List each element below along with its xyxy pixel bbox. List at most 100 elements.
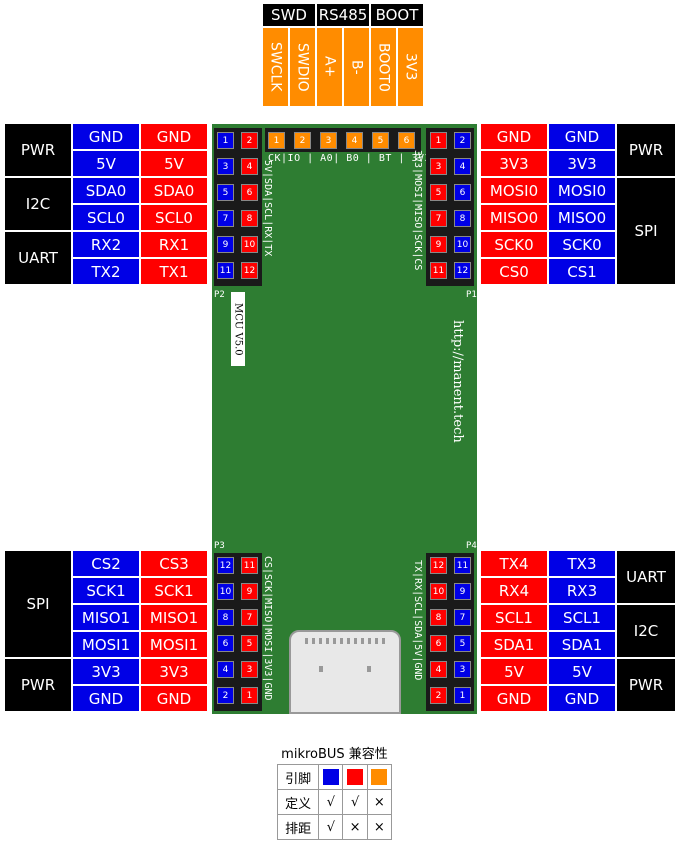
header-p4 xyxy=(426,553,474,711)
pin-label: 5V xyxy=(548,658,616,685)
header-pin: 7 xyxy=(241,609,258,626)
legend-mark: × xyxy=(342,814,368,840)
header-pin: 3 xyxy=(241,661,258,678)
pin-label: GND xyxy=(480,685,548,712)
header-pin: 1 xyxy=(430,132,447,149)
pin-label: SCL0 xyxy=(72,204,140,231)
pin-label: GND xyxy=(480,123,548,150)
header-pin: 5 xyxy=(372,132,389,149)
p3-silkscreen: CS|SCK|MISO|MOSI|3V3|GND xyxy=(262,556,273,701)
pin-label: 3V3 xyxy=(480,150,548,177)
header-pin: 1 xyxy=(268,132,285,149)
header-pin: 4 xyxy=(241,158,258,175)
header-p2 xyxy=(214,128,262,286)
header-pin: 12 xyxy=(241,262,258,279)
pin-label: TX3 xyxy=(548,550,616,577)
header-pin: 4 xyxy=(430,661,447,678)
pin-label: RX2 xyxy=(72,231,140,258)
left-top-group-uart: UART xyxy=(4,231,72,285)
top-pin-swdio: SWDIO xyxy=(289,27,316,107)
pin-label: SDA0 xyxy=(140,177,208,204)
pin-label: MISO0 xyxy=(548,204,616,231)
legend-swatch xyxy=(342,764,368,790)
header-pin: 4 xyxy=(217,661,234,678)
header-pin: 10 xyxy=(217,583,234,600)
pin-label: SCK1 xyxy=(72,577,140,604)
pin-label: MOSI0 xyxy=(548,177,616,204)
pin-label: SDA0 xyxy=(72,177,140,204)
label-p4: P4 xyxy=(466,541,477,551)
pin-label: MOSI0 xyxy=(480,177,548,204)
left-top-group-i2c: I2C xyxy=(4,177,72,231)
legend-swatch xyxy=(366,764,393,790)
pin-label: 5V xyxy=(140,150,208,177)
pin-label: 5V xyxy=(480,658,548,685)
header-pin: 9 xyxy=(217,236,234,253)
pin-label: MOSI1 xyxy=(72,631,140,658)
header-pin: 12 xyxy=(430,557,447,574)
legend-mark: × xyxy=(366,789,393,815)
p1-silkscreen: 3V3|MOSI|MISO|SCK|CS xyxy=(412,150,423,271)
pin-label: RX3 xyxy=(548,577,616,604)
top-header-strip xyxy=(265,128,421,152)
pin-label: 3V3 xyxy=(548,150,616,177)
legend-row-label: 排距 xyxy=(276,814,320,840)
legend-mark: √ xyxy=(342,789,368,815)
pin-label: 5V xyxy=(72,150,140,177)
header-pin: 9 xyxy=(241,583,258,600)
header-pin: 7 xyxy=(430,210,447,227)
pin-label: RX4 xyxy=(480,577,548,604)
right-top-group-pwr: PWR xyxy=(616,123,676,177)
header-pin: 5 xyxy=(454,635,471,652)
header-pin: 3 xyxy=(454,661,471,678)
right-bottom-group-i2c: I2C xyxy=(616,604,676,658)
header-pin: 8 xyxy=(217,609,234,626)
label-p1: P1 xyxy=(466,290,477,300)
header-pin: 8 xyxy=(454,210,471,227)
legend-table: mikroBUS 兼容性 引脚 定义 √ √ × 排距 √ × × xyxy=(276,740,393,840)
pin-label: CS1 xyxy=(548,258,616,285)
header-pin: 8 xyxy=(430,609,447,626)
left-bottom-group-pwr: PWR xyxy=(4,658,72,712)
header-swd: SWD xyxy=(262,3,316,27)
header-pin: 6 xyxy=(398,132,415,149)
pin-label: CS0 xyxy=(480,258,548,285)
pin-label: SCL1 xyxy=(548,604,616,631)
pin-label: SCL0 xyxy=(140,204,208,231)
header-pin: 12 xyxy=(454,262,471,279)
header-pin: 11 xyxy=(217,262,234,279)
top-silkscreen: CK|IO | A0| B0 | BT | 3V3 xyxy=(268,153,432,164)
header-rs485: RS485 xyxy=(316,3,370,27)
pin-label: TX2 xyxy=(72,258,140,285)
pin-label: GND xyxy=(140,685,208,712)
pin-label: SCK1 xyxy=(140,577,208,604)
header-pin: 6 xyxy=(454,184,471,201)
top-pin-swclk: SWCLK xyxy=(262,27,289,107)
legend-mark: × xyxy=(366,814,393,840)
pin-label: CS3 xyxy=(140,550,208,577)
header-pin: 11 xyxy=(430,262,447,279)
pin-label: SCK0 xyxy=(480,231,548,258)
header-pin: 10 xyxy=(430,583,447,600)
mcu-version-label: MCU V5.0 xyxy=(231,292,245,366)
p4-silkscreen: TX|RX|SCL|SDA|5V|GND xyxy=(412,560,423,681)
pin-label: SCL1 xyxy=(480,604,548,631)
pin-label: GND xyxy=(72,123,140,150)
header-pin: 2 xyxy=(454,132,471,149)
top-pin-boot0: BOOT0 xyxy=(370,27,397,107)
header-pin: 6 xyxy=(241,184,258,201)
right-top-group-spi: SPI xyxy=(616,177,676,285)
header-pin: 5 xyxy=(241,635,258,652)
header-pin: 2 xyxy=(430,687,447,704)
pin-label: SDA1 xyxy=(480,631,548,658)
p2-silkscreen: 5V|SDA|SCL|RX|TX xyxy=(262,160,273,257)
legend-title: mikroBUS 兼容性 xyxy=(281,746,388,762)
header-boot: BOOT xyxy=(370,3,424,27)
header-pin: 3 xyxy=(430,158,447,175)
pin-label: TX1 xyxy=(140,258,208,285)
pin-label: GND xyxy=(140,123,208,150)
legend-swatch xyxy=(318,764,344,790)
url-label: http://manent.tech xyxy=(450,320,465,443)
header-pin: 4 xyxy=(454,158,471,175)
pin-label: MISO1 xyxy=(72,604,140,631)
